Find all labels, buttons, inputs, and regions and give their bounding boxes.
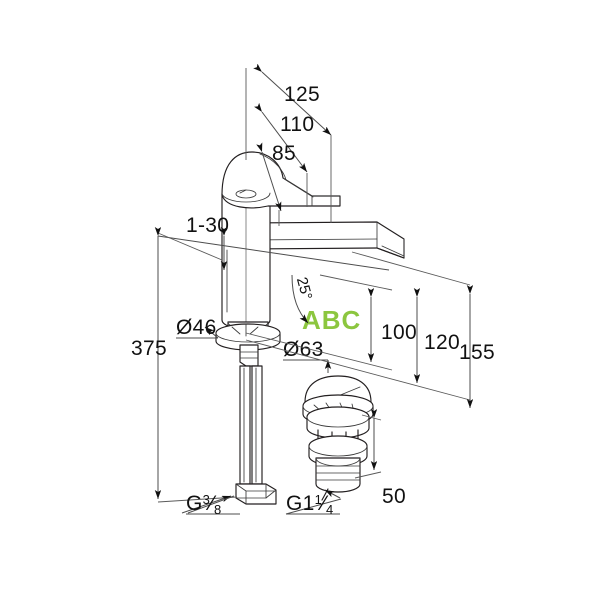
thread-g114-label: G11⁄4 — [286, 492, 334, 517]
thread-callout-waste: G11⁄4 — [285, 489, 342, 517]
thread-g114-numerator: 1 — [315, 492, 323, 507]
dimension-110-label: 110 — [280, 113, 314, 136]
dimension-body-diameter: Ø46 — [176, 316, 219, 339]
dimension-waste-height: 50 — [354, 409, 406, 508]
thread-g38-label: G3⁄8 — [186, 492, 222, 517]
dimension-100-label: 100 — [381, 321, 417, 344]
thread-g38-numerator: 3 — [203, 492, 211, 507]
abc-watermark: ABC — [302, 305, 361, 335]
waste-valve-geometry — [302, 375, 374, 501]
dimension-1-30-label: 1-30 — [186, 214, 229, 237]
dimension-375-label: 375 — [131, 337, 167, 360]
faucet-supply-connector — [235, 483, 277, 505]
dimension-155: 155 — [459, 285, 495, 408]
thread-g38-letter: G — [186, 492, 203, 515]
dimension-set-heights: 100 120 155 — [245, 251, 495, 408]
dimension-85: 85 — [256, 142, 296, 212]
dimension-50-label: 50 — [382, 485, 406, 508]
dimension-120-label: 120 — [424, 331, 460, 354]
dimension-110: 110 — [254, 102, 314, 173]
dimension-125-label: 125 — [284, 83, 320, 106]
faucet-base-flange — [215, 321, 281, 367]
dimension-155-label: 155 — [459, 341, 495, 364]
dimension-swivel-angle: 25° — [291, 274, 315, 324]
thread-callout-supply: G3⁄8 — [181, 492, 240, 517]
dimension-set-spout-reach: 125 110 85 — [245, 63, 332, 226]
thread-g114-denominator: 4 — [326, 502, 334, 517]
dimension-25deg-label: 25° — [293, 275, 315, 301]
thread-g114-letter: G1 — [286, 492, 315, 515]
faucet-supply-tubes — [239, 365, 263, 485]
dimension-d63-label: Ø63 — [283, 338, 324, 361]
dimension-total-height: 375 — [131, 227, 238, 503]
dimension-85-label: 85 — [272, 142, 296, 165]
dimension-120: 120 — [413, 288, 460, 383]
thread-g38-denominator: 8 — [214, 502, 222, 517]
dimension-100: 100 — [367, 288, 417, 362]
dimension-d46-label: Ø46 — [176, 316, 217, 339]
dimension-worktop-thickness: 1-30 — [157, 214, 390, 271]
